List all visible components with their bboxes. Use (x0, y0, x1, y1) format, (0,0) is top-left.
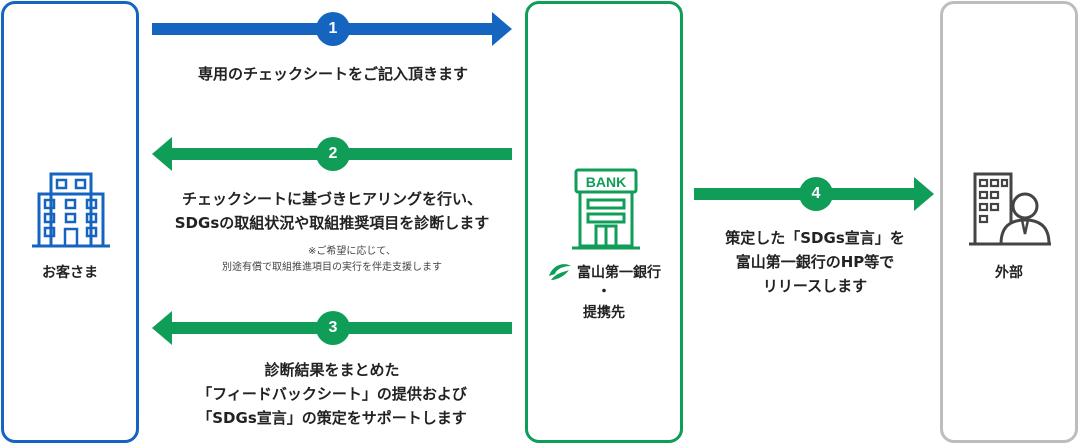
bank-label-group: 富山第一銀行 ・ 提携先 (528, 262, 680, 322)
office-building-icon (32, 172, 110, 248)
step-1-badge: 1 (316, 12, 350, 46)
bank-partner-label: 提携先 (583, 305, 625, 321)
step-2-text: チェックシートに基づきヒアリングを行い、 SDGsの取組状況や取組推奨項目を診断… (174, 190, 490, 232)
bank-separator: ・ (597, 284, 611, 300)
bank-building-icon: BANK (572, 168, 640, 250)
business-person-icon (969, 172, 1051, 246)
bank-logo-icon (549, 264, 571, 280)
customer-box: お客さま (1, 1, 139, 443)
bank-box: BANK 富山第一銀行 ・ 提携先 (525, 1, 683, 443)
step-1-text: 専用のチェックシートをご記入頂きます (197, 65, 468, 83)
step-3-badge: 3 (316, 311, 350, 345)
step-4-text: 策定した「SDGs宣言」を 富山第一銀行のHP等で リリースします (725, 229, 905, 295)
step-2-badge: 2 (316, 137, 350, 171)
external-box: 外部 (940, 1, 1078, 443)
step-2-note: ※ご希望に応じて、 別途有償で取組推進項目の実行を伴走支援します (222, 246, 442, 273)
step-3-text: 診断結果をまとめた 「フィードバックシート」の提供および 「SDGs宣言」の策定… (197, 361, 467, 427)
bank-logo-text: BANK (586, 174, 626, 190)
customer-label: お客さま (42, 265, 98, 281)
external-label: 外部 (995, 265, 1023, 281)
step-4-badge: 4 (799, 177, 833, 211)
bank-name-label: 富山第一銀行 (577, 265, 661, 281)
